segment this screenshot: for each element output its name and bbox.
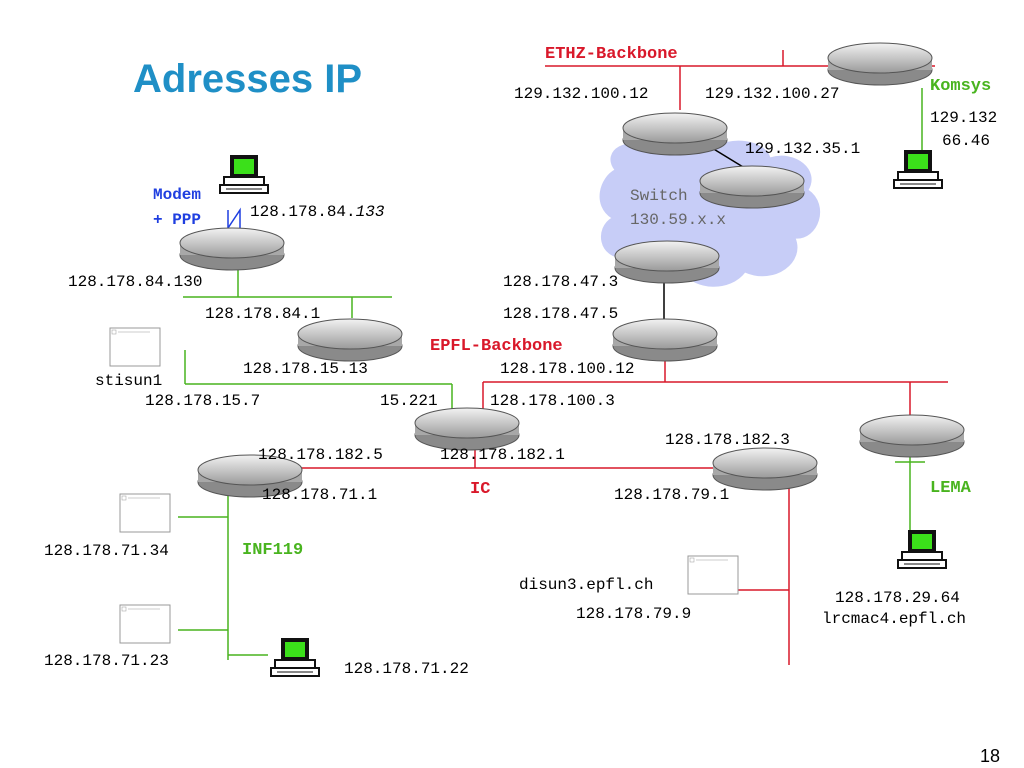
modem-label: Modem <box>153 186 201 204</box>
computer-icon <box>893 149 943 189</box>
address-label: 128.178.182.1 <box>440 446 565 464</box>
router-icon <box>827 42 933 86</box>
address-label: 128.178.71.34 <box>44 542 169 560</box>
address-label: 128.178.100.3 <box>490 392 615 410</box>
ethz-backbone-label: ETHZ-Backbone <box>545 45 678 64</box>
address-label: 128.178.84.1 <box>205 305 320 323</box>
address-label: 128.178.182.5 <box>258 446 383 464</box>
hostname-label: disun3.epfl.ch <box>519 576 653 594</box>
router-icon <box>614 240 720 284</box>
router-icon <box>712 447 818 491</box>
ic-label: IC <box>470 480 490 499</box>
address-label: 128.178.71.1 <box>262 486 377 504</box>
address-label: 128.178.29.64 <box>835 589 960 607</box>
address-label: 129.132.100.27 <box>705 85 839 103</box>
komsys-label: Komsys <box>930 77 991 96</box>
modem-address-label: 128.178.84.133 <box>250 203 385 221</box>
router-icon <box>297 318 403 362</box>
ppp-label: + PPP <box>153 211 201 229</box>
address-label: 128.178.100.12 <box>500 360 634 378</box>
address-label: 128.178.47.5 <box>503 305 618 323</box>
router-icon <box>179 227 285 271</box>
switch-label: Switch <box>630 187 688 205</box>
address-label: 66.46 <box>942 132 990 150</box>
server-placeholder-icon <box>109 327 161 367</box>
computer-icon <box>270 637 320 677</box>
inf119-label: INF119 <box>242 541 303 560</box>
modem-address-suffix: 133 <box>356 203 385 221</box>
address-label: 128.178.79.9 <box>576 605 691 623</box>
page-title: Adresses IP <box>133 57 362 101</box>
address-label: 128.178.47.3 <box>503 273 618 291</box>
red-links <box>258 50 948 665</box>
hostname-label: lrcmac4.epfl.ch <box>822 610 966 628</box>
lema-label: LEMA <box>930 479 972 498</box>
address-label: 129.132 <box>930 109 997 127</box>
address-label: 15.221 <box>380 392 438 410</box>
router-icon <box>859 414 965 458</box>
address-label: 128.178.182.3 <box>665 431 790 449</box>
computer-icon <box>219 154 269 194</box>
server-placeholder-icon <box>119 493 171 533</box>
address-label: 129.132.100.12 <box>514 85 648 103</box>
computer-icon <box>897 529 947 569</box>
hostname-label: stisun1 <box>95 372 162 390</box>
server-placeholder-icon <box>687 555 739 595</box>
address-label: 128.178.71.22 <box>344 660 469 678</box>
address-label: 128.178.84.130 <box>68 273 202 291</box>
modem-link <box>227 207 241 231</box>
router-icon <box>612 318 718 362</box>
router-icon <box>622 112 728 156</box>
green-links <box>178 88 925 660</box>
router-icon <box>699 165 805 209</box>
switch-subnet-label: 130.59.x.x <box>630 211 726 229</box>
address-label: 128.178.71.23 <box>44 652 169 670</box>
epfl-backbone-label: EPFL-Backbone <box>430 337 563 356</box>
address-label: 128.178.15.7 <box>145 392 260 410</box>
server-placeholder-icon <box>119 604 171 644</box>
page-number: 18 <box>980 746 1000 766</box>
address-label: 129.132.35.1 <box>745 140 860 158</box>
address-label: 128.178.79.1 <box>614 486 729 504</box>
modem-address-prefix: 128.178.84. <box>250 203 356 221</box>
address-label: 128.178.15.13 <box>243 360 368 378</box>
router-icon <box>414 407 520 451</box>
